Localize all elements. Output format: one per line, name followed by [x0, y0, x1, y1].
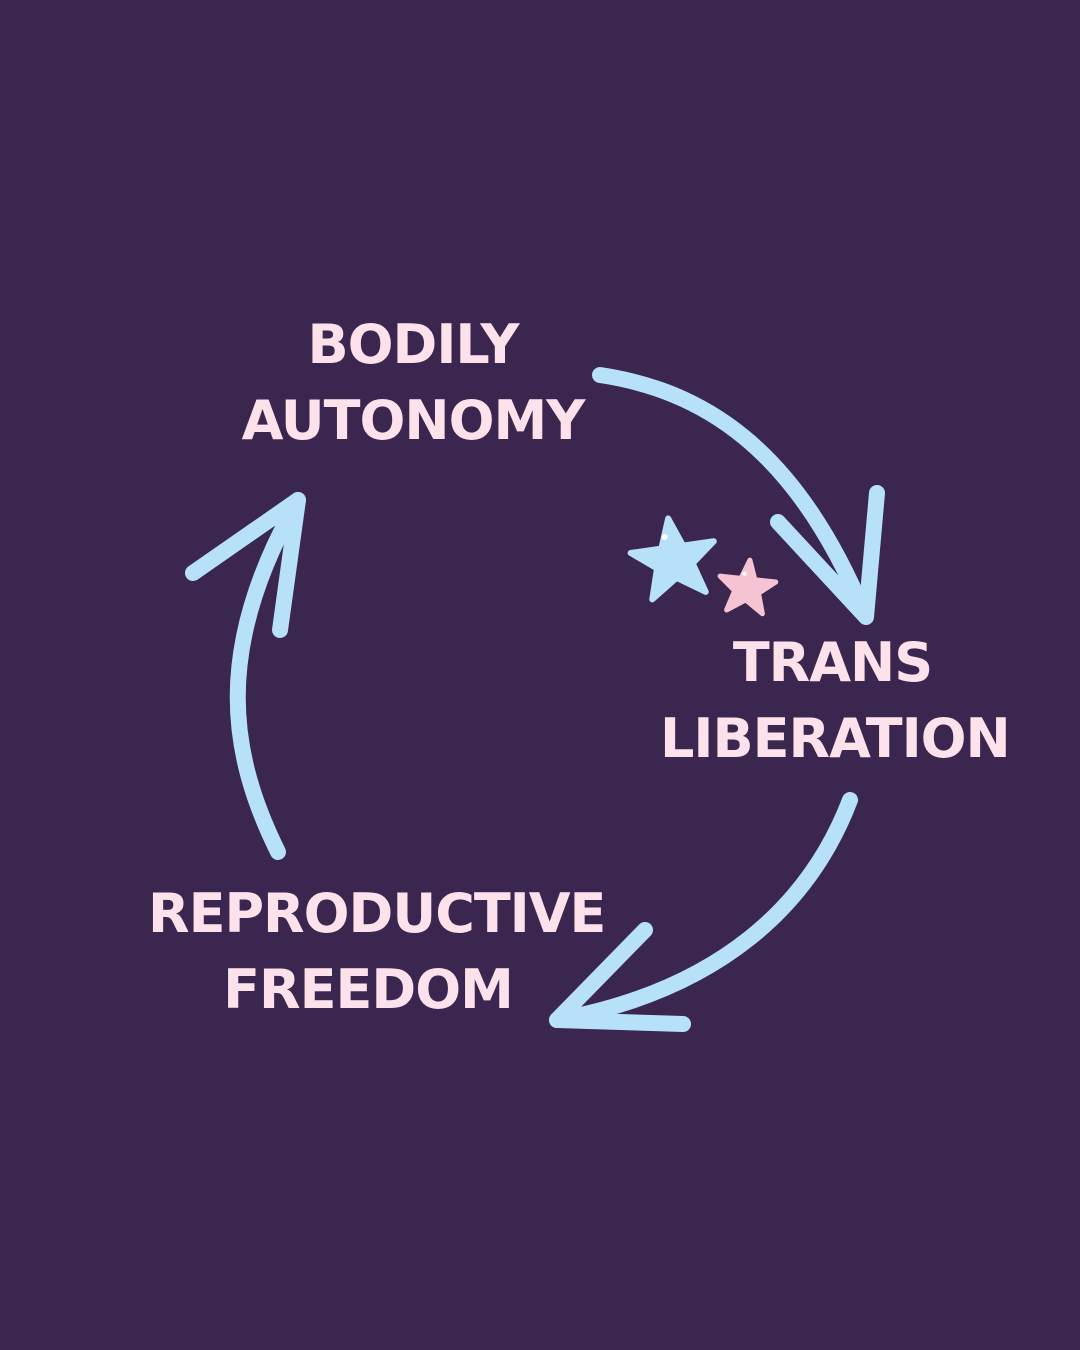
- star-icon: [627, 515, 717, 603]
- arrow-head: [770, 485, 885, 625]
- node-label-line: TRANS: [732, 631, 933, 694]
- node-label-line: BODILY: [307, 313, 519, 376]
- arrow-head: [185, 492, 306, 638]
- arrow-bodily-to-trans: [592, 367, 885, 625]
- node-label-line: LIBERATION: [660, 707, 1011, 770]
- arrow-shaft: [549, 792, 858, 1028]
- arrow-shaft: [592, 367, 873, 623]
- node-label-line: FREEDOM: [223, 958, 514, 1021]
- node-bodily-autonomy: BODILY AUTONOMY: [238, 307, 588, 459]
- node-trans-liberation: TRANS LIBERATION: [660, 625, 1011, 777]
- node-label-line: REPRODUCTIVE: [148, 882, 606, 945]
- arrow-trans-to-repro: [549, 792, 858, 1032]
- star-icon: [717, 557, 779, 617]
- arrow-shaft: [229, 492, 306, 860]
- arrow-repro-to-bodily: [185, 492, 306, 860]
- node-reproductive-freedom: REPRODUCTIVE FREEDOM: [148, 876, 606, 1028]
- arrow-head: [549, 922, 691, 1032]
- node-label-line: AUTONOMY: [241, 389, 586, 452]
